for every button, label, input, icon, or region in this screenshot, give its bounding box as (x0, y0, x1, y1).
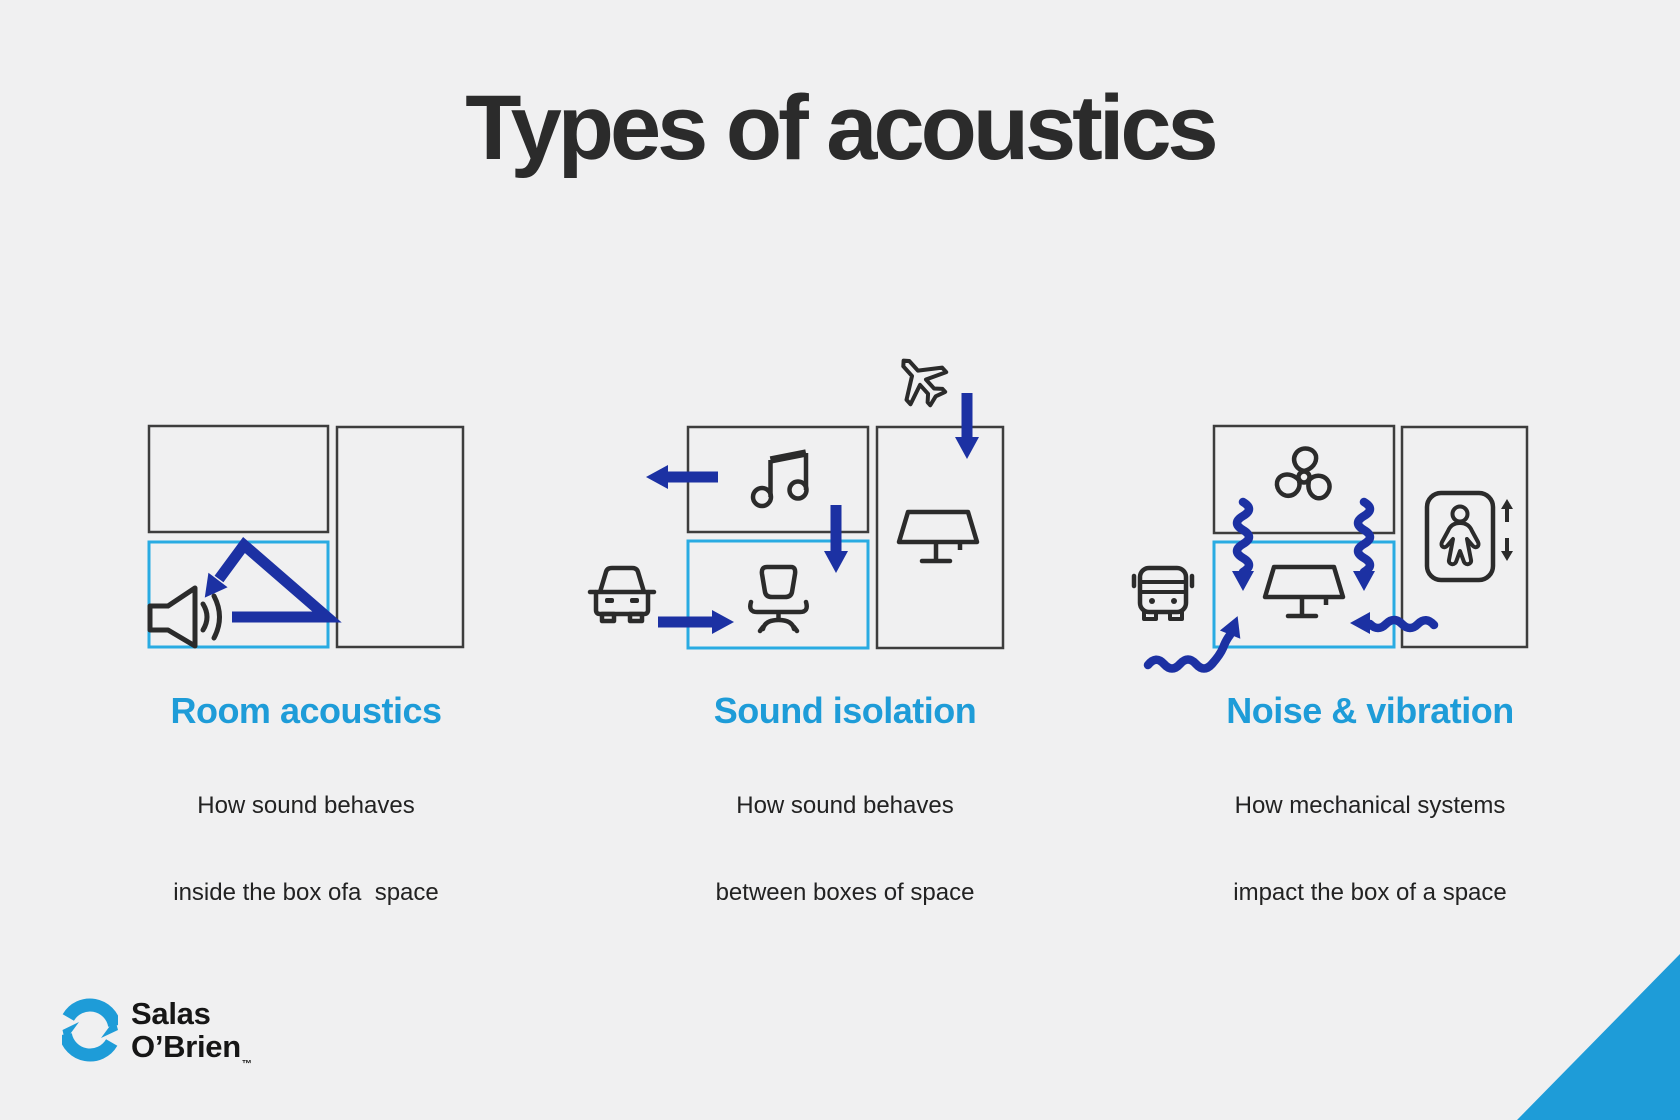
vibration-squiggle-arrow-icon (1353, 497, 1375, 591)
panel-description: How sound behaves between boxes of space (715, 792, 975, 906)
room-box (335, 425, 465, 649)
vibration-squiggle-arrow-icon (1143, 616, 1241, 673)
highlight-room-box (1212, 540, 1396, 649)
page-title: Types of acoustics (465, 77, 1218, 179)
fan-icon (1274, 446, 1332, 501)
vibration-squiggle-arrow-icon (1350, 612, 1439, 634)
reflection-arrow-icon (204, 536, 342, 623)
arrow-down-icon (955, 393, 979, 459)
panel-heading-sound-isolation: Sound isolation (713, 690, 977, 731)
elevator-icon (1424, 490, 1513, 583)
trademark-symbol: ™ (241, 1059, 252, 1070)
panel-heading-room-acoustics: Room acoustics (170, 690, 442, 731)
arrow-right-icon (658, 610, 734, 634)
room-box (1212, 424, 1396, 535)
music-note-icon (750, 449, 809, 509)
salas-obrien-logo-mark (62, 998, 118, 1062)
lamp-icon (1262, 564, 1346, 619)
room-acoustics-diagram (147, 424, 465, 649)
corner-accent-triangle (1517, 954, 1680, 1120)
car-icon (587, 565, 657, 624)
bus-icon (1131, 565, 1195, 621)
vibration-squiggle-arrow-icon (1232, 497, 1254, 591)
arrow-down-icon (824, 505, 848, 573)
room-box (875, 425, 1005, 650)
panel-heading-noise-vibration: Noise & vibration (1226, 690, 1514, 731)
speaker-icon (147, 585, 222, 649)
noise-vibration-diagram (1131, 424, 1529, 673)
panel-description: How mechanical systems impact the box of… (1233, 792, 1507, 906)
lamp-icon (896, 509, 980, 564)
panel-description: How sound behaves inside the box ofa spa… (173, 792, 439, 906)
airplane-icon (901, 358, 949, 408)
room-box (147, 424, 330, 534)
highlight-room-box (147, 540, 330, 649)
office-chair-icon (748, 564, 809, 634)
highlight-room-box (686, 539, 870, 650)
sound-isolation-diagram (587, 358, 1005, 650)
arrow-left-icon (646, 465, 718, 489)
room-box (1400, 425, 1529, 649)
salas-obrien-logo: Salas O’Brien™ (62, 996, 252, 1071)
salas-obrien-logo-text: Salas O’Brien™ (131, 996, 252, 1070)
